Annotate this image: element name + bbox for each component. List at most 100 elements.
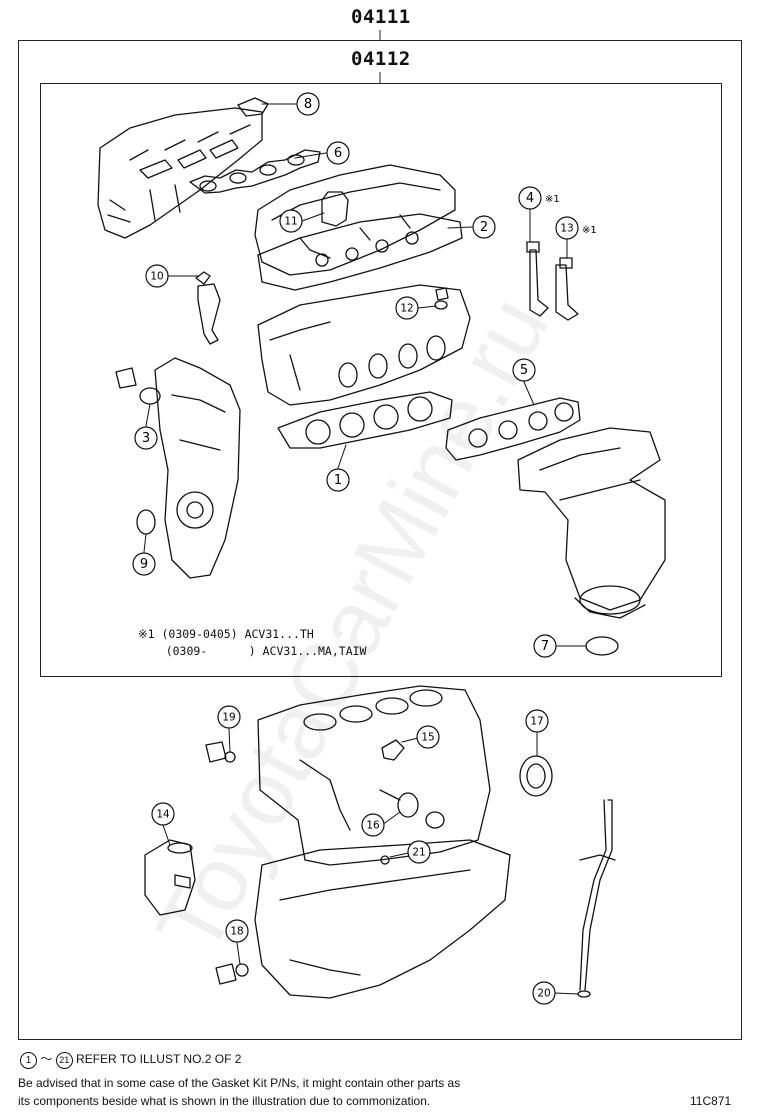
callout-circle-7	[533, 634, 557, 658]
callout-number-20: 20	[537, 988, 550, 1000]
part-19-washer-drawing	[224, 751, 236, 763]
part-7-gasket-drawing	[585, 636, 619, 656]
callout-6: 6	[326, 141, 350, 165]
part-18-washer-drawing	[235, 963, 249, 977]
cylinder-head-drawing	[257, 284, 471, 406]
callout-21: 21	[407, 840, 431, 864]
callout-number-17: 17	[530, 716, 543, 728]
part-16-plug-drawing	[425, 811, 445, 829]
illustration-code: 11C871	[690, 1094, 732, 1108]
callout-number-4: 4	[526, 191, 534, 206]
callout-15: 15	[416, 725, 440, 749]
part-10-injector-drawing	[195, 271, 221, 345]
callout-circle-19	[217, 705, 241, 729]
callout-3: 3	[134, 426, 158, 450]
callout-number-5: 5	[520, 363, 528, 378]
callout-16: 16	[361, 813, 385, 837]
refer-text: REFER TO ILLUST NO.2 OF 2	[76, 1052, 242, 1066]
callout-13: 13	[555, 216, 579, 240]
callout-circle-4	[518, 186, 542, 210]
callout-number-6: 6	[334, 146, 342, 161]
callout-circle-15	[416, 725, 440, 749]
leader-lines	[143, 103, 587, 995]
part-19-drawing	[205, 741, 227, 763]
callout-circle-16	[361, 813, 385, 837]
part-3-drawing	[115, 367, 161, 405]
callout-circle-5	[512, 358, 536, 382]
part-2-plug-seals-drawing	[315, 231, 419, 267]
applicability-note-line-2: (0309- ) ACV31...MA,TAIW	[138, 644, 367, 658]
callout-17: 17	[525, 709, 549, 733]
refer-start-callout: 1	[20, 1052, 37, 1069]
callout-number-12: 12	[400, 303, 413, 315]
callout-number-1: 1	[334, 473, 342, 488]
callout-14: 14	[151, 802, 175, 826]
part-14-drawing	[144, 839, 196, 916]
valve-drawing	[526, 241, 579, 321]
intake-manifold-drawing	[97, 107, 263, 239]
head-cover-drawing	[254, 164, 456, 276]
cylinder-block-drawing	[257, 685, 491, 866]
advice-line-1: Be advised that in some case of the Gask…	[18, 1076, 461, 1090]
part-11-drawing	[321, 191, 349, 227]
part-9-oil-seal-drawing	[136, 509, 156, 535]
part-8-drawing	[237, 97, 269, 117]
callout-number-7: 7	[541, 639, 549, 654]
callout-circle-6	[326, 141, 350, 165]
part-6-gasket-drawing	[189, 149, 321, 194]
kit-number-outer: 04111	[351, 6, 411, 28]
part-17-oil-seal-drawing	[519, 755, 553, 797]
callout-circle-12	[395, 296, 419, 320]
callout-circle-11	[279, 209, 303, 233]
callout-circle-2	[472, 215, 496, 239]
part-18-drawing	[215, 963, 237, 985]
refer-end-callout: 21	[55, 1052, 73, 1069]
callout-11: 11	[279, 209, 303, 233]
callout-circle-10	[145, 264, 169, 288]
callout-7: 7	[533, 634, 557, 658]
exhaust-manifold-drawing	[517, 427, 666, 619]
callout-4: 4	[518, 186, 542, 210]
applicability-note-line-1: ※1 (0309-0405) ACV31...TH	[138, 627, 314, 641]
inner-kit-frame	[40, 83, 722, 677]
callout-number-15: 15	[421, 732, 434, 744]
refer-tilde: ～	[40, 1052, 53, 1066]
callout-number-13: 13	[560, 223, 573, 235]
callout-number-10: 10	[150, 271, 163, 283]
callout-number-11: 11	[284, 216, 297, 228]
kit-number-inner: 04112	[351, 48, 411, 70]
callout-12: 12	[395, 296, 419, 320]
callout-number-3: 3	[142, 431, 150, 446]
callout-circle-20	[532, 981, 556, 1005]
part-15-drawing	[381, 739, 405, 761]
callout-circle-3	[134, 426, 158, 450]
part-6-ports-drawing	[199, 154, 305, 192]
part-12-plug-drawing	[435, 287, 449, 301]
callout-number-14: 14	[156, 809, 170, 821]
callout-20: 20	[532, 981, 556, 1005]
part-1-head-gasket-drawing	[277, 391, 453, 449]
callout-8: 8	[296, 92, 320, 116]
callout-number-19: 19	[222, 712, 235, 724]
callout-circle-13	[555, 216, 579, 240]
callout-number-21: 21	[412, 847, 425, 859]
callout-circle-17	[525, 709, 549, 733]
timing-cover-drawing	[154, 357, 241, 579]
callout-1: 1	[326, 468, 350, 492]
part-16-drawing	[397, 792, 419, 818]
part-21-drawing	[380, 855, 390, 865]
callout-number-9: 9	[140, 557, 148, 572]
callout-number-18: 18	[230, 926, 243, 938]
callout-number-16: 16	[366, 820, 380, 832]
star-mark-13: ※1	[582, 225, 597, 236]
part-5-exhaust-gasket-drawing	[445, 397, 581, 461]
refer-note: 1 ～ 21 REFER TO ILLUST NO.2 OF 2	[20, 1050, 241, 1069]
callout-9: 9	[132, 552, 156, 576]
star-mark-4: ※1	[545, 194, 560, 205]
callout-circle-18	[225, 919, 249, 943]
advice-line-2: its components beside what is shown in t…	[18, 1094, 431, 1108]
callout-circle-1	[326, 468, 350, 492]
callout-circle-21	[407, 840, 431, 864]
callout-10: 10	[145, 264, 169, 288]
